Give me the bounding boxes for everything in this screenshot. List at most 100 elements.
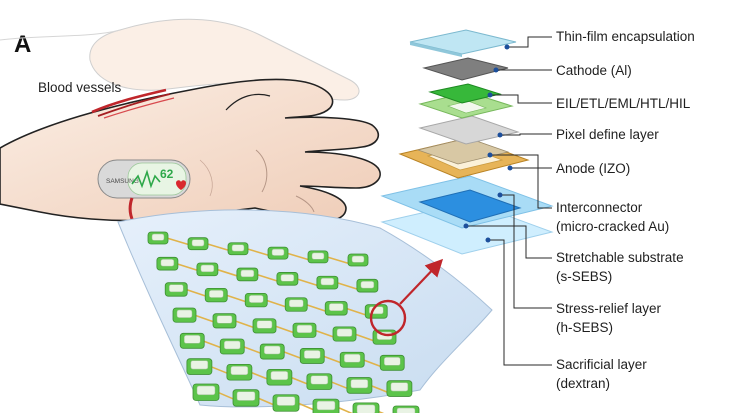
main-hand: [0, 78, 381, 222]
cathode: [422, 57, 509, 81]
interconnect-wire: [337, 282, 358, 290]
pixel-cell: [232, 389, 260, 407]
interconnect-wire: [327, 256, 349, 265]
interconnect-wire: [177, 263, 198, 271]
interconnect-wire: [251, 372, 268, 380]
interconnect-wire: [186, 289, 206, 297]
zoom-arrow: [399, 258, 444, 305]
interconnect-wire: [247, 248, 269, 256]
interconnect-wire: [257, 274, 278, 282]
pixel-cell: [339, 351, 365, 368]
interconnect-wire: [338, 407, 353, 413]
interconnect-wire: [203, 340, 221, 349]
pixel-cell: [259, 343, 285, 360]
blood-vessels-label: Blood vessels: [38, 80, 122, 95]
pixel-cell: [186, 358, 213, 375]
pixel-cell: [386, 380, 413, 397]
pixel-cell: [147, 231, 169, 245]
pixel-cell: [352, 402, 380, 413]
pixel-cell: [236, 267, 259, 282]
layer-stack: [380, 29, 554, 255]
wearable-patch: SAMSUNG 62: [97, 159, 191, 199]
label-interconnector-sub: (micro-cracked Au): [556, 219, 669, 234]
interconnect-wire: [306, 304, 326, 312]
pixel-cell: [219, 338, 245, 355]
pixel-cell: [196, 262, 219, 277]
interconnect-wire: [218, 392, 234, 400]
pixel-cell: [372, 329, 397, 345]
heart-rate-value: 62: [160, 167, 174, 181]
blood-vessels: [91, 88, 175, 119]
pixel-cell: [392, 405, 420, 413]
pixel-cell: [299, 348, 325, 364]
thin-film-encapsulation: [409, 29, 517, 55]
interconnect-wire: [167, 237, 189, 246]
pixel-cell: [172, 307, 197, 323]
interconnect-wire: [363, 359, 381, 367]
emissive-layer: [428, 83, 502, 104]
pixel-cell: [276, 272, 299, 286]
interconnect-wire: [331, 381, 348, 389]
pixel-cell: [187, 237, 209, 251]
label-pixel-define: Pixel define layer: [556, 127, 659, 142]
pixel-cell: [156, 256, 179, 271]
pixel-cell: [266, 368, 293, 386]
interconnect-wire: [217, 269, 238, 277]
pixel-cell: [227, 242, 249, 256]
pixel-cell: [284, 297, 308, 312]
pixel-cell: [312, 398, 340, 413]
interconnect-wire: [258, 397, 274, 406]
label-sacrificial-sub: (dextran): [556, 376, 610, 391]
stretchable-substrate: [418, 189, 522, 223]
interconnect-wire: [243, 346, 261, 354]
interconnect-wire: [297, 278, 318, 287]
pixel-cell: [332, 326, 357, 342]
interconnect-wire: [235, 320, 254, 329]
anode: [416, 137, 510, 165]
interconnect-wire: [195, 314, 214, 323]
label-stress-relief-sub: (h-SEBS): [556, 320, 613, 335]
label-anode: Anode (IZO): [556, 161, 630, 176]
interconnect-wire: [315, 329, 334, 338]
pixel-cell: [356, 278, 379, 293]
interconnect-wire: [346, 307, 366, 316]
pixel-define-layer: [418, 115, 520, 145]
leader-lines: [463, 36, 552, 366]
label-sacrificial: Sacrificial layer: [556, 357, 647, 372]
interconnect-wire: [207, 243, 229, 251]
interconnect-wire: [287, 252, 309, 261]
interconnect-wire: [283, 351, 301, 359]
label-substrate-sub: (s-SEBS): [556, 269, 612, 284]
interconnect-wire: [275, 325, 294, 334]
label-stress-relief: Stress-relief layer: [556, 301, 662, 316]
pixel-cell: [164, 282, 188, 297]
pixel-cell: [324, 301, 348, 316]
interconnect-wire: [355, 333, 374, 342]
device-brand: SAMSUNG: [106, 178, 139, 185]
interconnect-wire: [226, 294, 246, 303]
pixel-cell: [272, 394, 300, 412]
label-encapsulation: Thin-film encapsulation: [556, 29, 695, 44]
interconnect-wire: [323, 355, 341, 364]
layer-labels: Thin-film encapsulation Cathode (Al) EIL…: [556, 29, 695, 391]
pixel-cell: [267, 246, 289, 260]
pixel-cell: [179, 332, 205, 349]
pixel-cell: [316, 275, 339, 290]
interconnect-wire: [371, 385, 388, 393]
pixel-cell: [212, 313, 237, 329]
pixel-cell: [226, 363, 253, 381]
pixel-cell: [307, 250, 329, 264]
pixel-cell: [244, 292, 268, 308]
label-cathode: Cathode (Al): [556, 63, 632, 78]
pixel-array-sheet: [117, 209, 493, 413]
interconnect-wire: [266, 299, 286, 308]
pixel-cell: [204, 287, 228, 303]
label-substrate: Stretchable substrate: [556, 250, 684, 265]
pixel-cell: [306, 373, 333, 390]
interconnect-wire: [291, 377, 308, 385]
pixel-cell: [379, 354, 405, 371]
pixel-cell: [192, 383, 220, 401]
pixel-cell: [346, 377, 373, 394]
panel-label: A: [14, 31, 31, 58]
